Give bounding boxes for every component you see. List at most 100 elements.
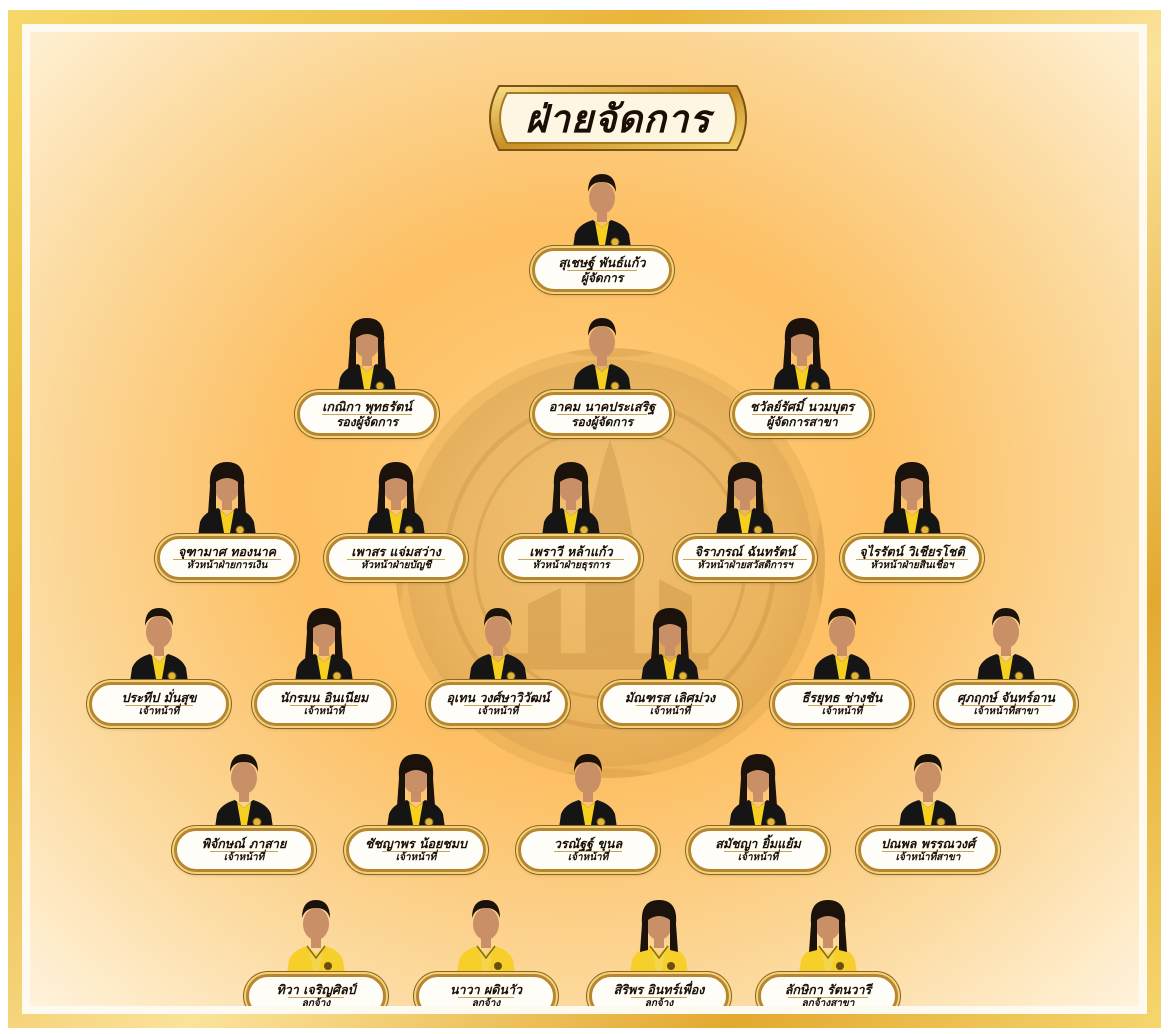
staff-name: วรณัฐฐ์ ขุนล <box>553 836 623 851</box>
staff-role: เจ้าหน้าที่ <box>209 851 279 864</box>
staff-role: รองผู้จัดการ <box>557 414 647 429</box>
page-title: ฝ่ายจัดการ <box>525 95 711 141</box>
staff-name: อุเทน วงศ์ษาวิวัฒน์ <box>446 690 550 705</box>
staff-nameplate: ศุภฤกษ์ จันทร์อานเจ้าหน้าที่สาขา <box>936 682 1076 726</box>
staff-role: หัวหน้าฝ่ายสินเชื่อฯ <box>856 559 968 572</box>
staff-role: หัวหน้าฝ่ายการเงิน <box>172 559 282 572</box>
staff-nameplate: ชัชญาพร น้อยชมบเจ้าหน้าที่ <box>346 828 486 872</box>
staff-role: ลูกจ้าง <box>457 997 515 1006</box>
staff-role: ลูกจ้าง <box>287 997 345 1006</box>
staff-name: ธีรยุทธ ช่างชัน <box>801 690 883 705</box>
staff-nameplate: ทิวา เจริญศิลป์ลูกจ้าง <box>246 974 386 1006</box>
staff-role: เจ้าหน้าที่สาขา <box>881 851 975 864</box>
staff-card: ลักษิกา รัตนวารีลูกจ้างสาขา <box>758 894 898 1006</box>
staff-card: จุไรรัตน์ วิเชียรโชติหัวหน้าฝ่ายสินเชื่อ… <box>842 456 982 582</box>
staff-name: นักรมน อินเนียม <box>279 690 369 705</box>
staff-card: พิจักษณ์ ภาสายเจ้าหน้าที่ <box>174 748 314 874</box>
staff-nameplate: สมัชญา ยิ้มแย้มเจ้าหน้าที่ <box>688 828 828 872</box>
staff-role: ผู้จัดการ <box>566 270 638 285</box>
staff-role: เจ้าหน้าที่ <box>807 705 877 718</box>
staff-card: ศุภฤกษ์ จันทร์อานเจ้าหน้าที่สาขา <box>936 602 1076 728</box>
staff-card: ธีรยุทธ ช่างชันเจ้าหน้าที่ <box>772 602 912 728</box>
staff-name: เพาสร แจ่มสว่าง <box>351 544 441 559</box>
staff-card: สุเชษฐ์ พันธ์แก้วผู้จัดการ <box>532 168 672 294</box>
staff-role: เจ้าหน้าที่สาขา <box>959 705 1053 718</box>
staff-name: สมัชญา ยิ้มแย้ม <box>715 836 801 851</box>
staff-nameplate: จุไรรัตน์ วิเชียรโชติหัวหน้าฝ่ายสินเชื่อ… <box>842 536 982 580</box>
staff-nameplate: อาคม นาคประเสริฐรองผู้จัดการ <box>532 392 672 436</box>
staff-nameplate: ปณพล พรรณวงศ์เจ้าหน้าที่สาขา <box>858 828 998 872</box>
staff-name: สุเชษฐ์ พันธ์แก้ว <box>558 255 646 270</box>
staff-card: ชัชญาพร น้อยชมบเจ้าหน้าที่ <box>346 748 486 874</box>
org-chart-panel: ฝ่ายจัดการ สุเชษฐ์ พันธ์แก้วผู้จัดการเกณ… <box>30 32 1139 1006</box>
staff-card: นาวา ผดินาัวลูกจ้าง <box>416 894 556 1006</box>
staff-card: ปณพล พรรณวงศ์เจ้าหน้าที่สาขา <box>858 748 998 874</box>
staff-nameplate: สุเชษฐ์ พันธ์แก้วผู้จัดการ <box>532 248 672 292</box>
gold-frame: ฝ่ายจัดการ สุเชษฐ์ พันธ์แก้วผู้จัดการเกณ… <box>8 10 1161 1028</box>
staff-card: จิราภรณ์ ฉันทรัตน์หัวหน้าฝ่ายสวัสดิการฯ <box>675 456 815 582</box>
staff-card: นักรมน อินเนียมเจ้าหน้าที่ <box>254 602 394 728</box>
staff-role: รองผู้จัดการ <box>322 414 412 429</box>
staff-card: อาคม นาคประเสริฐรองผู้จัดการ <box>532 312 672 438</box>
staff-name: สิริพร อินทร์เพื่อง <box>613 982 705 997</box>
staff-nameplate: จิราภรณ์ ฉันทรัตน์หัวหน้าฝ่ายสวัสดิการฯ <box>675 536 815 580</box>
staff-name: พิจักษณ์ ภาสาย <box>201 836 287 851</box>
staff-nameplate: นาวา ผดินาัวลูกจ้าง <box>416 974 556 1006</box>
staff-card: ทิวา เจริญศิลป์ลูกจ้าง <box>246 894 386 1006</box>
title-banner: ฝ่ายจัดการ <box>477 82 759 154</box>
staff-card: สมัชญา ยิ้มแย้มเจ้าหน้าที่ <box>688 748 828 874</box>
staff-name: ศุภฤกษ์ จันทร์อาน <box>957 690 1055 705</box>
staff-nameplate: จุฑามาศ ทองนาคหัวหน้าฝ่ายการเงิน <box>157 536 297 580</box>
staff-name: ประทีป มั่นสุข <box>121 690 197 705</box>
frame-inner-border: ฝ่ายจัดการ สุเชษฐ์ พันธ์แก้วผู้จัดการเกณ… <box>22 24 1147 1014</box>
staff-role: ลูกจ้างสาขา <box>787 997 869 1006</box>
staff-card: ชวัลย์รัศมิ์ นวมบุตรผู้จัดการสาขา <box>732 312 872 438</box>
staff-role: เจ้าหน้าที่ <box>635 705 705 718</box>
staff-role: เจ้าหน้าที่ <box>381 851 451 864</box>
staff-name: มัณฑรส เลิศม่วง <box>624 690 716 705</box>
staff-nameplate: อุเทน วงศ์ษาวิวัฒน์เจ้าหน้าที่ <box>428 682 568 726</box>
staff-role: หัวหน้าฝ่ายสวัสดิการฯ <box>683 559 807 572</box>
staff-nameplate: เกณิกา พุทธรัตน์รองผู้จัดการ <box>297 392 437 436</box>
staff-name: ปณพล พรรณวงศ์ <box>880 836 976 851</box>
staff-card: สิริพร อินทร์เพื่องลูกจ้าง <box>589 894 729 1006</box>
staff-role: หัวหน้าฝ่ายธุรการ <box>518 559 624 572</box>
staff-card: มัณฑรส เลิศม่วงเจ้าหน้าที่ <box>600 602 740 728</box>
staff-card: เกณิกา พุทธรัตน์รองผู้จัดการ <box>297 312 437 438</box>
staff-name: จุไรรัตน์ วิเชียรโชติ <box>859 544 965 559</box>
staff-card: จุฑามาศ ทองนาคหัวหน้าฝ่ายการเงิน <box>157 456 297 582</box>
staff-role: เจ้าหน้าที่ <box>289 705 359 718</box>
staff-nameplate: วรณัฐฐ์ ขุนลเจ้าหน้าที่ <box>518 828 658 872</box>
staff-role: ลูกจ้าง <box>630 997 688 1006</box>
staff-name: ลักษิกา รัตนวารี <box>784 982 872 997</box>
staff-nameplate: ธีรยุทธ ช่างชันเจ้าหน้าที่ <box>772 682 912 726</box>
staff-nameplate: เพาสร แจ่มสว่างหัวหน้าฝ่ายบัญชี <box>326 536 466 580</box>
staff-card: เพาสร แจ่มสว่างหัวหน้าฝ่ายบัญชี <box>326 456 466 582</box>
staff-name: ชัชญาพร น้อยชมบ <box>365 836 467 851</box>
staff-nameplate: พิจักษณ์ ภาสายเจ้าหน้าที่ <box>174 828 314 872</box>
staff-name: ทิวา เจริญศิลป์ <box>276 982 356 997</box>
staff-name: นาวา ผดินาัว <box>450 982 522 997</box>
staff-role: เจ้าหน้าที่ <box>463 705 533 718</box>
staff-name: เกณิกา พุทธรัตน์ <box>322 399 412 414</box>
staff-role: หัวหน้าฝ่ายบัญชี <box>346 559 446 572</box>
staff-nameplate: นักรมน อินเนียมเจ้าหน้าที่ <box>254 682 394 726</box>
staff-nameplate: ประทีป มั่นสุขเจ้าหน้าที่ <box>89 682 229 726</box>
staff-role: เจ้าหน้าที่ <box>723 851 793 864</box>
staff-name: จุฑามาศ ทองนาค <box>177 544 277 559</box>
staff-name: เพราวี หล้าแก้ว <box>529 544 613 559</box>
staff-card: อุเทน วงศ์ษาวิวัฒน์เจ้าหน้าที่ <box>428 602 568 728</box>
staff-card: เพราวี หล้าแก้วหัวหน้าฝ่ายธุรการ <box>501 456 641 582</box>
staff-nameplate: สิริพร อินทร์เพื่องลูกจ้าง <box>589 974 729 1006</box>
staff-role: เจ้าหน้าที่ <box>553 851 623 864</box>
staff-nameplate: มัณฑรส เลิศม่วงเจ้าหน้าที่ <box>600 682 740 726</box>
staff-role: เจ้าหน้าที่ <box>124 705 194 718</box>
staff-nameplate: ชวัลย์รัศมิ์ นวมบุตรผู้จัดการสาขา <box>732 392 872 436</box>
staff-name: อาคม นาคประเสริฐ <box>548 399 656 414</box>
staff-name: ชวัลย์รัศมิ์ นวมบุตร <box>749 399 855 414</box>
staff-nameplate: ลักษิกา รัตนวารีลูกจ้างสาขา <box>758 974 898 1006</box>
staff-card: วรณัฐฐ์ ขุนลเจ้าหน้าที่ <box>518 748 658 874</box>
staff-name: จิราภรณ์ ฉันทรัตน์ <box>694 544 796 559</box>
staff-card: ประทีป มั่นสุขเจ้าหน้าที่ <box>89 602 229 728</box>
staff-nameplate: เพราวี หล้าแก้วหัวหน้าฝ่ายธุรการ <box>501 536 641 580</box>
